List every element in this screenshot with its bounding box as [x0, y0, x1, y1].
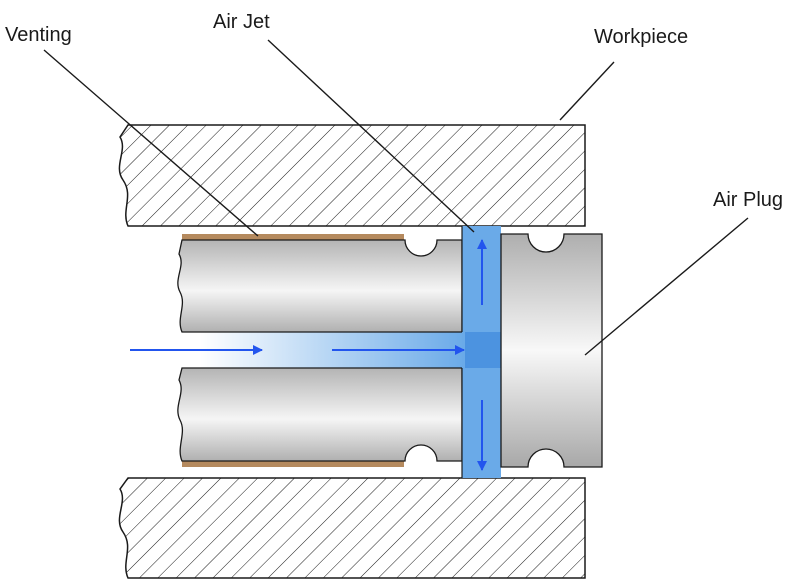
air-jet-label: Air Jet	[213, 11, 270, 33]
plug-body-lower	[177, 367, 463, 462]
workpiece-top-section	[118, 124, 586, 227]
plug-head	[500, 233, 603, 468]
venting-label: Venting	[5, 24, 72, 46]
air-plug-label: Air Plug	[713, 189, 784, 211]
venting-leader-line	[43, 49, 259, 237]
air-jet-leader-line	[267, 39, 475, 233]
venting-strip-top	[182, 234, 404, 240]
workpiece-leader-line	[559, 61, 615, 121]
air-jet-center	[465, 332, 501, 368]
workpiece-label: Workpiece	[594, 26, 689, 48]
air-plug-leader-line	[584, 217, 749, 356]
venting-strip-bottom	[182, 461, 404, 467]
workpiece-bottom-section	[118, 477, 586, 579]
plug-body-upper	[177, 239, 463, 333]
